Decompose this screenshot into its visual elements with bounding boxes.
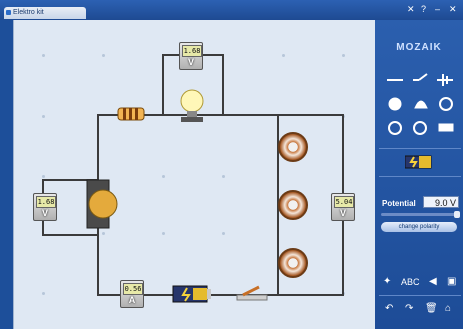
undo-icon[interactable]: ↶ bbox=[385, 303, 394, 314]
switch bbox=[236, 285, 268, 301]
left-voltmeter-display: 1.68 bbox=[36, 196, 56, 208]
panel-divider bbox=[379, 148, 461, 149]
grid-dot bbox=[42, 54, 45, 57]
grid-dot bbox=[162, 232, 165, 235]
grid-dot bbox=[42, 292, 45, 295]
fan-2[interactable] bbox=[278, 190, 308, 220]
help-icon[interactable]: ? bbox=[421, 4, 427, 14]
circuit-canvas[interactable] bbox=[13, 20, 376, 329]
delete-icon[interactable]: 🗑 bbox=[425, 303, 438, 314]
battery-tool-icon bbox=[437, 74, 453, 86]
top-voltmeter[interactable]: 1.68 V bbox=[179, 42, 203, 70]
tool-panel: MOZAIK Potential 9.0 V change polarity ✦… bbox=[375, 20, 463, 329]
mozaik-logo: MOZAIK bbox=[396, 42, 442, 53]
resistor bbox=[117, 107, 145, 121]
fan-3[interactable] bbox=[278, 248, 308, 278]
ammeter-unit: A bbox=[128, 295, 136, 305]
close-icon[interactable]: ✕ bbox=[449, 4, 457, 14]
text-tool-label[interactable]: ABC bbox=[401, 277, 420, 287]
top-voltmeter-display: 1.68 bbox=[182, 45, 202, 57]
tool-grid bbox=[387, 73, 454, 135]
tab-title: Elektro kit bbox=[13, 9, 44, 16]
grid-dot bbox=[102, 54, 105, 57]
battery bbox=[172, 285, 211, 303]
potential-slider-knob[interactable] bbox=[454, 211, 460, 218]
voltmeter-tool-icon bbox=[413, 121, 427, 135]
ammeter[interactable]: 0.56 A bbox=[120, 280, 144, 308]
potential-input[interactable]: 9.0 V bbox=[423, 196, 459, 208]
grid-dot bbox=[222, 232, 225, 235]
top-voltmeter-unit: V bbox=[187, 57, 194, 67]
panel-divider bbox=[379, 176, 461, 177]
change-polarity-button[interactable]: change polarity bbox=[381, 222, 457, 232]
app-icon bbox=[6, 10, 11, 15]
grid-dot bbox=[42, 115, 45, 118]
left-voltmeter[interactable]: 1.68 V bbox=[33, 193, 57, 221]
redo-icon[interactable]: ↷ bbox=[405, 303, 414, 314]
title-bar: Elektro kit ✕ ? – ✕ bbox=[0, 0, 463, 20]
pin-icon[interactable]: ✕ bbox=[407, 4, 415, 14]
minimize-icon[interactable]: – bbox=[435, 4, 441, 14]
grid-dot bbox=[282, 54, 285, 57]
grid-dot bbox=[42, 175, 45, 178]
potential-slider[interactable] bbox=[381, 211, 460, 218]
tab-elektro-kit[interactable]: Elektro kit bbox=[4, 7, 86, 19]
right-voltmeter[interactable]: 5.04 V bbox=[331, 193, 355, 221]
sound-icon[interactable]: ◀ bbox=[429, 276, 437, 287]
switch-tool-icon bbox=[413, 73, 428, 81]
grid-dot bbox=[102, 232, 105, 235]
left-voltmeter-unit: V bbox=[41, 208, 48, 218]
move-tool-icon bbox=[388, 97, 402, 111]
right-voltmeter-display: 5.04 bbox=[334, 196, 354, 208]
export-icon[interactable]: ▣ bbox=[447, 276, 457, 287]
panel-divider bbox=[379, 295, 461, 296]
grid-dot bbox=[162, 175, 165, 178]
resistor-tool-icon bbox=[438, 123, 454, 132]
motor-tool-icon bbox=[439, 97, 453, 111]
ammeter-display: 0.56 bbox=[123, 283, 143, 295]
home-icon[interactable]: ⌂ bbox=[445, 303, 452, 314]
light-bulb bbox=[180, 89, 204, 122]
fan-1[interactable] bbox=[278, 132, 308, 162]
potential-label: Potential bbox=[382, 199, 416, 208]
ammeter-tool-icon bbox=[388, 121, 402, 135]
lamp-tool-icon bbox=[414, 100, 428, 109]
motor bbox=[86, 179, 118, 229]
arrange-icon[interactable]: ✦ bbox=[383, 276, 392, 287]
grid-dot bbox=[222, 175, 225, 178]
right-voltmeter-unit: V bbox=[339, 208, 346, 218]
grid-dot bbox=[342, 54, 345, 57]
selected-battery-icon[interactable] bbox=[405, 154, 435, 170]
